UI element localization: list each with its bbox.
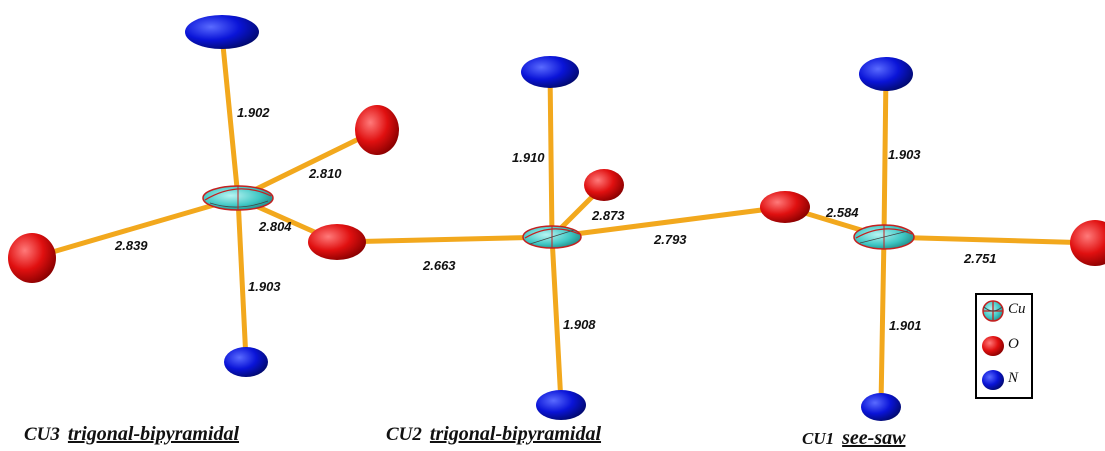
bond-cu2-o-right [549, 204, 788, 240]
oxygen-legend-icon [982, 336, 1004, 356]
bond-length-label: 2.751 [963, 251, 997, 266]
legend-item-nitrogen: N [977, 367, 1033, 393]
bond-length-label: 2.873 [591, 208, 625, 223]
legend-label-copper: Cu [1008, 301, 1026, 317]
bond-cu3-n-bottom [235, 195, 249, 363]
bond-length-label: 2.810 [308, 166, 342, 181]
bond-cu3-n-top [219, 32, 241, 201]
bond-length-label: 2.663 [422, 258, 456, 273]
legend-label-oxygen: O [1008, 336, 1019, 352]
oxygen-atoms [8, 105, 1105, 283]
legend-item-oxygen: O [977, 333, 1033, 359]
bond-length-label: 2.793 [653, 232, 687, 247]
nitrogen-legend-icon [982, 370, 1004, 390]
copper-legend-icon [982, 300, 1004, 322]
bond-cu1-n-bottom [878, 234, 887, 408]
oxygen-atom [8, 233, 56, 283]
caption-cu1-name: CU1 [802, 429, 835, 448]
bond-length-label: 1.908 [563, 317, 596, 332]
oxygen-atom [355, 105, 399, 155]
oxygen-atom [760, 191, 810, 223]
oxygen-atom [1070, 220, 1105, 266]
nitrogen-atoms [185, 15, 913, 421]
bond-length-label: 1.910 [512, 150, 545, 165]
nitrogen-atom [185, 15, 259, 49]
caption-cu2: CU2 trigonal-bipyramidal [386, 423, 601, 446]
oxygen-atom [584, 169, 624, 201]
nitrogen-atom [536, 390, 586, 420]
bond-cu2-n-bottom [549, 234, 564, 406]
oxygen-atom [308, 224, 366, 260]
caption-cu1: CU1 see-saw [802, 427, 905, 450]
bond-length-label: 1.903 [248, 279, 281, 294]
caption-cu3: CU3 trigonal-bipyramidal [24, 423, 239, 446]
nitrogen-atom [859, 57, 913, 91]
bond-cu1-o-right [881, 234, 1098, 246]
bond-length-label: 1.903 [888, 147, 921, 162]
bond-length-label: 1.902 [237, 105, 270, 120]
caption-cu2-geometry: trigonal-bipyramidal [429, 423, 602, 445]
copper-atom-cu1 [853, 224, 915, 250]
bonds [29, 32, 1098, 408]
caption-cu1-geometry: see-saw [842, 427, 906, 449]
copper-atom-cu3 [202, 185, 274, 211]
bond-cu1-n-top [881, 69, 889, 240]
bond-cu3-o-left [29, 195, 241, 261]
nitrogen-atom [861, 393, 901, 421]
bond-length-label: 2.584 [825, 205, 859, 220]
atom-legend: Cu O N [975, 293, 1033, 399]
bond-length-label: 2.839 [114, 238, 148, 253]
bond-length-labels: 1.902 2.810 2.839 2.804 1.903 1.910 2.87… [114, 105, 997, 333]
caption-cu2-name: CU2 [386, 424, 422, 445]
nitrogen-atom [521, 56, 579, 88]
copper-atom-cu2 [522, 225, 582, 249]
bond-cu2-n-top [547, 67, 555, 240]
bond-length-label: 2.804 [258, 219, 292, 234]
legend-item-copper: Cu [977, 298, 1033, 324]
copper-atoms [202, 185, 915, 250]
bond-length-label: 1.901 [889, 318, 922, 333]
nitrogen-atom [224, 347, 268, 377]
legend-label-nitrogen: N [1008, 370, 1019, 386]
caption-cu3-name: CU3 [24, 424, 60, 445]
caption-cu3-geometry: trigonal-bipyramidal [67, 423, 240, 445]
bond-cu3-o-upper [235, 127, 380, 201]
bond-cu2-o-left [334, 234, 555, 245]
